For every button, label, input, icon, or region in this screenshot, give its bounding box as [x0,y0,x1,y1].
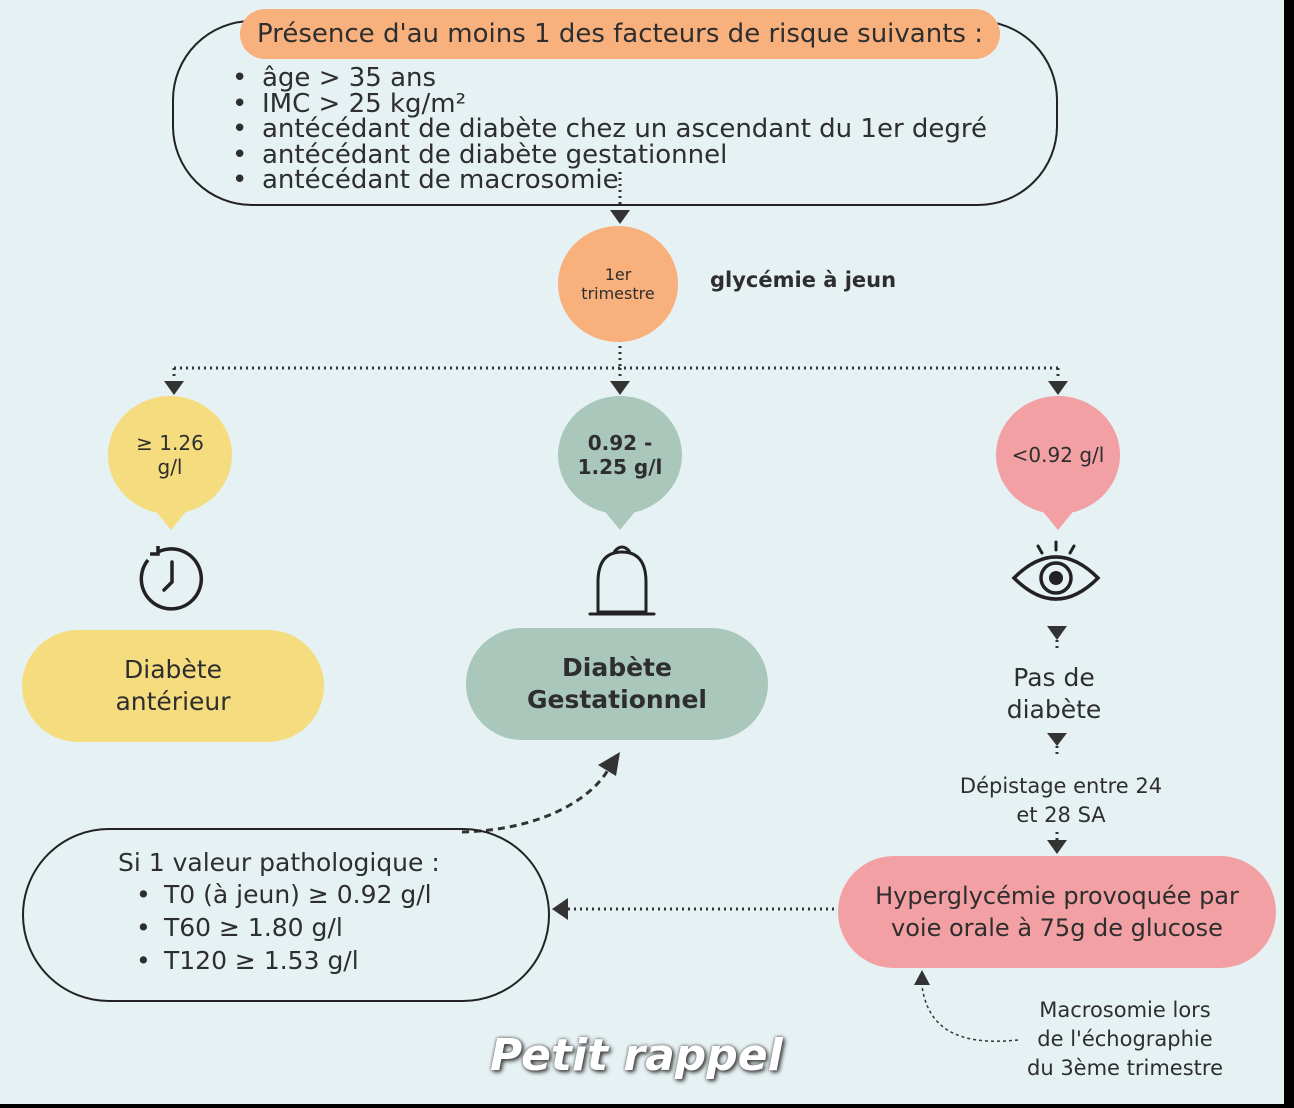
trimester-line2: trimestre [581,284,655,303]
criteria-box [22,828,550,1002]
right-value: <0.92 g/l [1011,443,1105,467]
left-result-line1: Diabète [124,655,222,684]
risk-factor-item: âge > 35 ans [232,65,987,92]
arrowhead-criteria [552,898,568,920]
trimester-circle: 1er trimestre [558,226,678,342]
trimester-line1: 1er [604,264,632,284]
center-value-line2: 1.25 g/l [577,455,663,479]
risk-factor-item: IMC > 25 kg/m² [232,91,987,118]
connector-criteria-to-gestational [461,769,610,834]
criteria-item: T60 ≥ 1.80 g/l [136,911,432,944]
arrowhead-trimester [610,210,630,224]
left-value-line2: g/l [157,455,183,479]
arrowhead-screening-to-ogtt [1047,840,1067,854]
criteria-title: Si 1 valeur pathologique : [118,848,440,877]
center-bubble-pointer [602,508,638,530]
result-diabete-gestationnel: Diabète Gestationnel [466,628,768,740]
risk-factors-title: Présence d'au moins 1 des facteurs de ri… [240,9,1000,59]
macrosomia-line1: Macrosomie lors [1039,998,1211,1022]
criteria-list: T0 (à jeun) ≥ 0.92 g/l T60 ≥ 1.80 g/l T1… [136,878,432,977]
arrowhead-center [610,381,630,395]
screening-line1: Dépistage entre 24 [959,774,1163,798]
risk-factor-item: antécédant de diabète chez un ascendant … [232,116,987,143]
center-result-line2: Gestationnel [527,685,707,714]
criteria-item: T0 (à jeun) ≥ 0.92 g/l [136,878,432,911]
left-result-line2: antérieur [115,687,231,716]
center-value-bubble: 0.92 - 1.25 g/l [558,396,682,514]
right-result-line1: Pas de [1013,663,1095,692]
ogtt-box: Hyperglycémie provoquée par voie orale à… [838,856,1276,968]
right-bubble-pointer [1040,508,1076,530]
arrowhead-gestational [598,752,620,776]
trimester-test-label: glycémie à jeun [710,268,897,292]
screening-text: Dépistage entre 24 et 28 SA [926,772,1196,830]
ogtt-line1: Hyperglycémie provoquée par [875,882,1239,910]
criteria-item: T120 ≥ 1.53 g/l [136,944,432,977]
macrosomia-line2: de l'échographie [1037,1027,1213,1051]
connector-macrosomia-to-ogtt [921,985,1019,1042]
footer-caption: Petit rappel [490,1030,783,1081]
left-value-bubble: ≥ 1.26 g/l [108,396,232,514]
clock-icon [139,546,203,611]
bell-icon [588,545,656,616]
risk-factor-item: antécédant de macrosomie [232,167,987,194]
result-diabete-anterieur: Diabète antérieur [22,630,324,742]
macrosomia-line3: du 3ème trimestre [1027,1056,1223,1080]
arrowhead-result-to-screening [1047,733,1067,746]
macrosomia-note: Macrosomie lors de l'échographie du 3ème… [996,996,1254,1083]
right-result-line2: diabète [1006,695,1102,724]
arrowhead-left [164,381,184,395]
left-bubble-pointer [153,508,189,530]
arrowhead-ogtt-from-macrosomia [914,970,930,985]
risk-factors-list: âge > 35 ans IMC > 25 kg/m² antécédant d… [232,65,987,194]
arrowhead-eye-to-result [1047,626,1067,640]
right-value-bubble: <0.92 g/l [996,396,1120,514]
left-value-line1: ≥ 1.26 [136,431,204,455]
screening-line2: et 28 SA [1016,803,1106,827]
result-pas-de-diabete: Pas de diabète [962,662,1146,726]
center-value-line1: 0.92 - [587,431,653,455]
risk-factor-item: antécédant de diabète gestationnel [232,142,987,169]
arrowhead-right [1048,381,1068,395]
eye-icon [1011,540,1101,601]
center-result-line1: Diabète [562,653,672,682]
ogtt-line2: voie orale à 75g de glucose [891,914,1223,942]
